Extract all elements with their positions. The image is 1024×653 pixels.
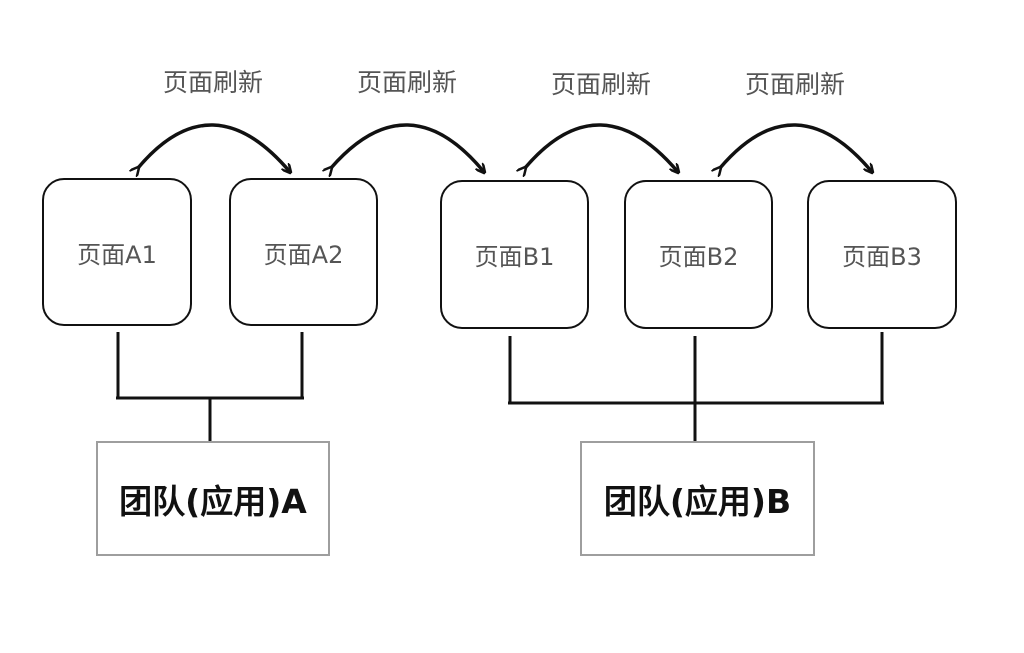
team-box-b: 团队(应用)B (580, 441, 815, 556)
team-b-bracket (508, 332, 884, 442)
page-box-b3: 页面B3 (807, 180, 957, 329)
page-box-b2: 页面B2 (624, 180, 773, 329)
refresh-arrow-a2-b1 (331, 123, 484, 172)
team-box-a: 团队(应用)A (96, 441, 330, 556)
page-box-b1: 页面B1 (440, 180, 589, 329)
refresh-arrow-a1-a2 (138, 123, 290, 172)
refresh-label-3: 页面刷新 (550, 70, 651, 99)
page-box-a1: 页面A1 (42, 178, 192, 326)
refresh-label-1: 页面刷新 (162, 68, 263, 97)
refresh-arrow-b1-b2 (525, 123, 678, 172)
refresh-label-2: 页面刷新 (356, 68, 457, 97)
page-box-a2: 页面A2 (229, 178, 378, 326)
refresh-label-4: 页面刷新 (744, 70, 845, 99)
team-a-bracket (116, 332, 304, 442)
refresh-arrow-b2-b3 (720, 123, 872, 172)
